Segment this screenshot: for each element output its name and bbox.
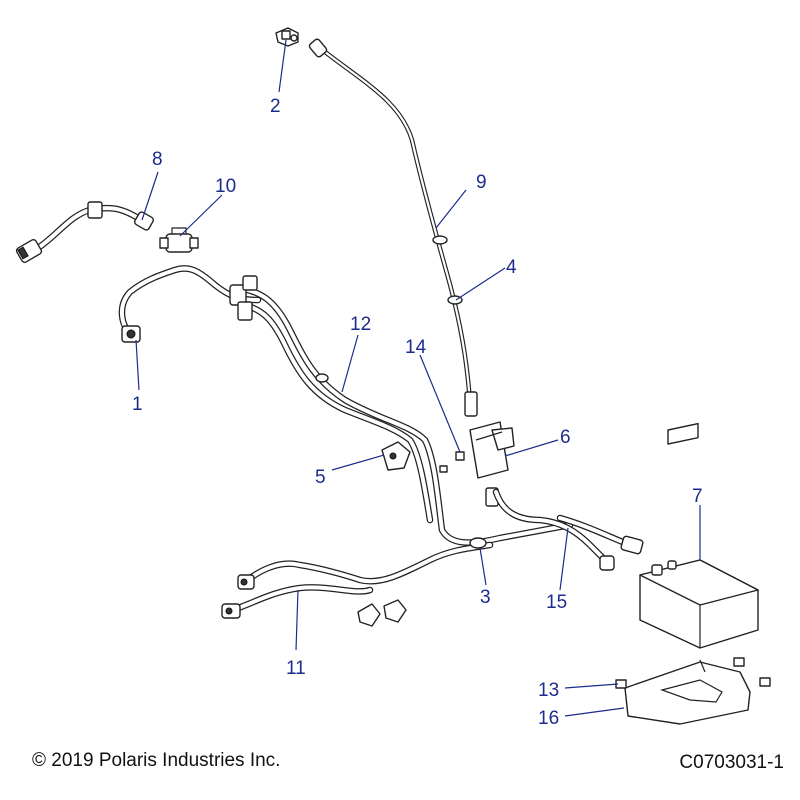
part-7-canister	[639, 422, 759, 649]
callout-labels: 2 1 3 4 5 6 7 8 9 10 11 12 13 14 15 16	[132, 96, 703, 729]
part-8-hose	[15, 201, 155, 264]
part-2-clip	[275, 27, 299, 47]
callout-13: 13	[538, 680, 559, 701]
part-5-clip	[381, 441, 411, 471]
callout-9: 9	[476, 172, 487, 193]
lower-clips	[357, 599, 407, 627]
callout-10: 10	[215, 176, 236, 197]
part-1-tube	[118, 265, 262, 343]
callout-6: 6	[560, 427, 571, 448]
callout-4: 4	[506, 257, 517, 278]
part-11-hoses	[221, 537, 494, 619]
copyright-notice: © 2019 Polaris Industries Inc.	[32, 750, 281, 771]
callout-7: 7	[692, 486, 703, 507]
callout-11: 11	[286, 658, 306, 679]
part-15-hose	[492, 488, 644, 571]
leader-lines	[135, 39, 701, 717]
part-9-vent-hose	[308, 38, 478, 417]
part-14-bolt	[439, 451, 465, 473]
callout-12: 12	[350, 314, 371, 335]
callout-15: 15	[546, 592, 567, 613]
callout-8: 8	[152, 149, 163, 170]
callout-2: 2	[270, 96, 281, 117]
part-12-hose-bundle	[229, 275, 574, 546]
part-10-valve	[159, 227, 199, 253]
drawing-number: C0703031-1	[679, 752, 784, 773]
callout-16: 16	[538, 708, 559, 729]
callout-3: 3	[480, 587, 491, 608]
part-6-valve	[469, 421, 515, 507]
part-16-bracket	[624, 659, 751, 725]
callout-14: 14	[405, 337, 427, 358]
callout-1: 1	[132, 394, 143, 415]
callout-5: 5	[315, 467, 326, 488]
part-13-bolts	[615, 657, 771, 689]
